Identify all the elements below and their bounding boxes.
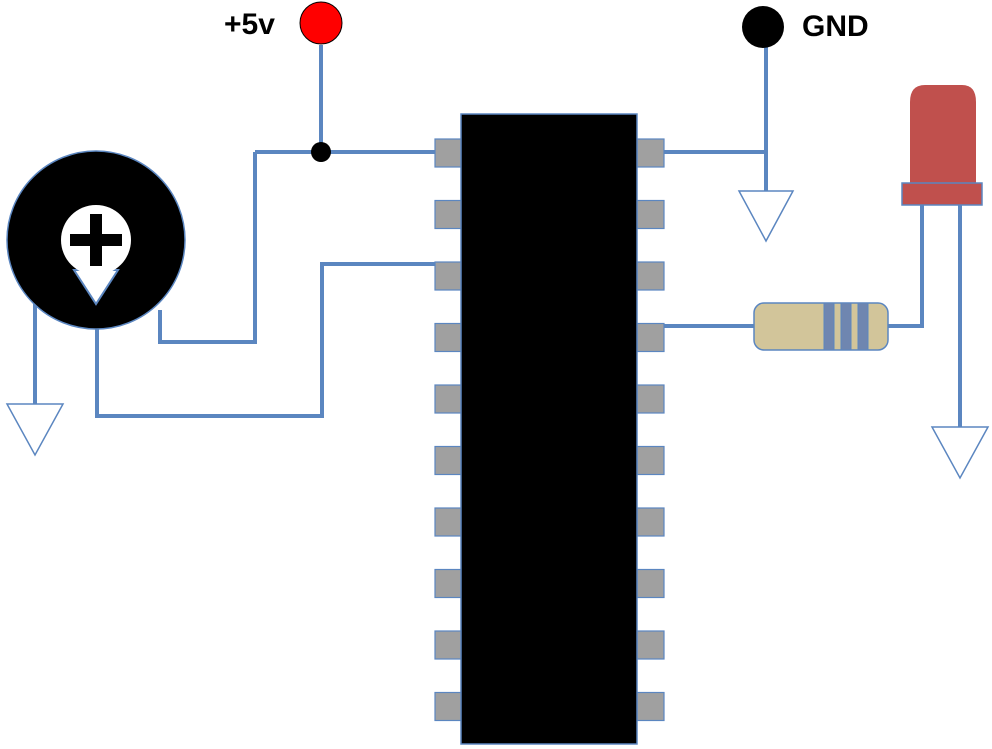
ic-pin-left-8 xyxy=(434,568,463,599)
ground-terminal xyxy=(742,6,784,48)
led xyxy=(901,85,983,206)
ic-pin-left-10 xyxy=(434,691,463,722)
led-icon xyxy=(910,85,976,183)
potentiometer xyxy=(6,150,186,330)
ic-chip xyxy=(434,113,665,745)
resistor xyxy=(753,302,889,351)
ic-pin-right-8 xyxy=(636,568,665,599)
resistor-band-2 xyxy=(840,302,852,351)
junction-dot xyxy=(311,142,331,162)
resistor-band-3 xyxy=(857,302,869,351)
ic-pin-right-1 xyxy=(636,138,665,168)
ic-pin-left-4 xyxy=(434,322,463,353)
ground-label: GND xyxy=(802,10,869,43)
ic-pin-left-7 xyxy=(434,507,463,537)
ic-pin-right-5 xyxy=(636,384,665,414)
resistor-band-1 xyxy=(823,302,835,351)
wire-resistor-to-led xyxy=(888,205,924,328)
wire-pot-wiper-to-pin3 xyxy=(95,262,436,418)
ic-pin-left-3 xyxy=(434,261,463,291)
wire-pot-to-5v xyxy=(158,152,257,344)
ic-pin-left-1 xyxy=(434,138,463,168)
ic-pin-right-4 xyxy=(636,322,665,353)
ic-pin-right-10 xyxy=(636,691,665,722)
ic-pin-right-2 xyxy=(636,199,665,230)
ic-pin-left-9 xyxy=(434,630,463,660)
ic-pin-right-7 xyxy=(636,507,665,537)
ground-symbol-gnd-rail xyxy=(737,190,795,243)
ic-pin-left-2 xyxy=(434,199,463,230)
ic-pin-right-3 xyxy=(636,261,665,291)
power-terminal xyxy=(299,1,343,45)
ic-pin-right-9 xyxy=(636,630,665,660)
ground-symbol-potentiometer xyxy=(5,403,65,457)
ic-pin-left-6 xyxy=(434,445,463,476)
ic-body xyxy=(460,113,638,745)
plus-icon xyxy=(70,214,122,266)
wires xyxy=(33,45,962,428)
power-label: +5v xyxy=(224,8,275,41)
ic-pins xyxy=(434,138,665,722)
ic-pin-right-6 xyxy=(636,445,665,476)
ic-pin-left-5 xyxy=(434,384,463,414)
ground-symbol-led xyxy=(930,426,990,480)
led-base xyxy=(901,182,983,206)
resistor-body xyxy=(753,302,889,351)
